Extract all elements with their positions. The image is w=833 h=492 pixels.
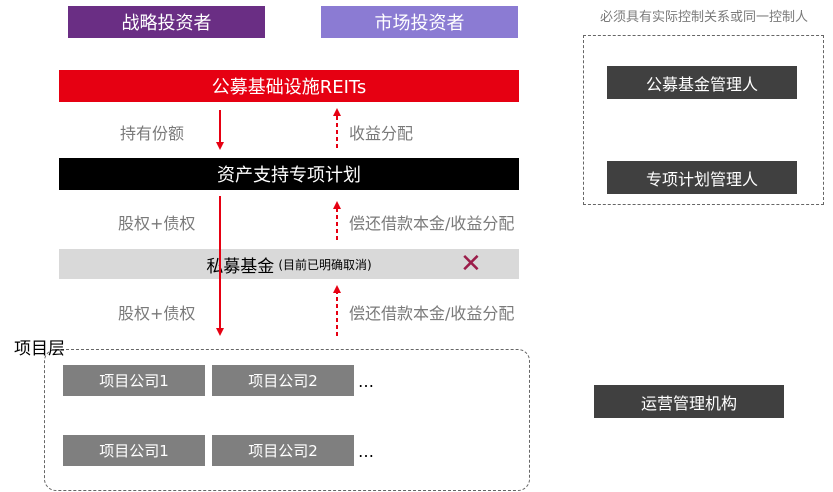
- fund-manager-box: 公募基金管理人: [607, 66, 797, 99]
- public-reits-bar: 公募基础设施REITs: [59, 70, 519, 102]
- market-investor-box: 市场投资者: [321, 6, 518, 38]
- repay-label-2: 偿还借款本金/收益分配: [349, 304, 515, 323]
- equity-debt-label-1: 股权+债权: [118, 214, 196, 233]
- hold-shares-label: 持有份额: [120, 124, 185, 143]
- project-company-box: 项目公司2: [212, 435, 354, 466]
- private-fund-label: 私募基金: [206, 256, 275, 277]
- asset-backed-plan-bar: 资产支持专项计划: [59, 158, 519, 190]
- more-companies-ellipsis: …: [358, 372, 374, 391]
- control-relationship-note: 必须具有实际控制关系或同一控制人: [599, 10, 808, 25]
- operator-box: 运营管理机构: [594, 385, 784, 418]
- equity-debt-label-2: 股权+债权: [118, 304, 196, 323]
- strategic-investor-box: 战略投资者: [68, 6, 265, 38]
- plan-manager-box: 专项计划管理人: [607, 161, 797, 194]
- cancel-cross-icon: ✕: [460, 249, 482, 279]
- project-company-box: 项目公司1: [63, 365, 205, 396]
- manager-group-box: [583, 35, 824, 205]
- project-company-box: 项目公司1: [63, 435, 205, 466]
- income-distribution-label: 收益分配: [349, 124, 414, 143]
- more-companies-ellipsis: …: [358, 442, 374, 461]
- repay-label-1: 偿还借款本金/收益分配: [349, 214, 515, 233]
- project-layer-label: 项目层: [14, 339, 65, 359]
- private-fund-note: (目前已明确取消): [278, 257, 372, 272]
- private-fund-bar: 私募基金 (目前已明确取消): [59, 249, 519, 279]
- project-layer-box: [44, 349, 530, 491]
- project-company-box: 项目公司2: [212, 365, 354, 396]
